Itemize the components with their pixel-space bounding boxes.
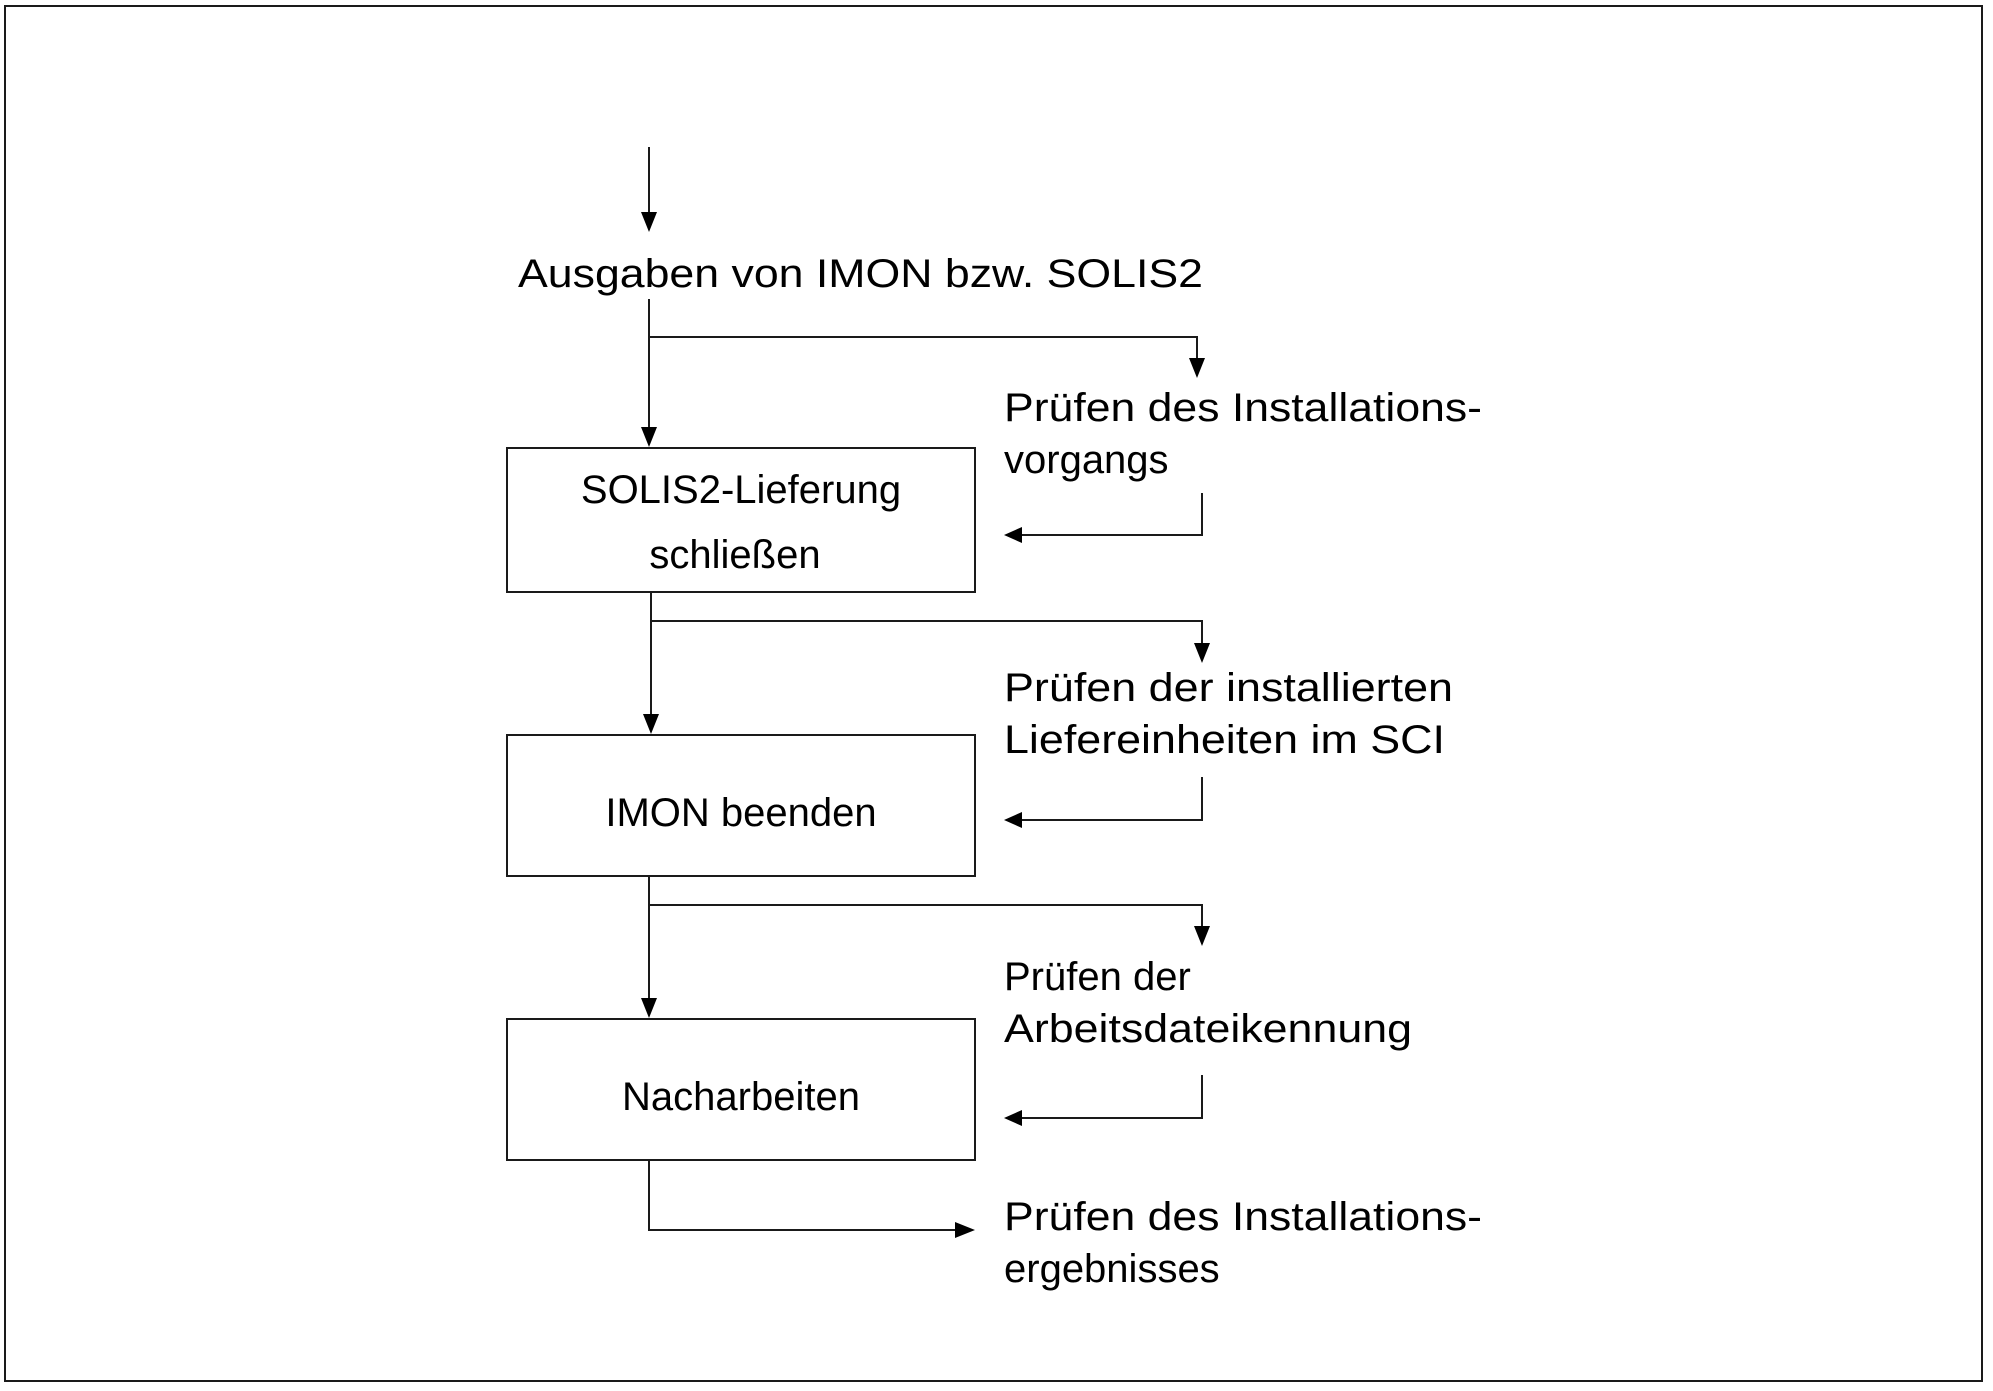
check-4-line-2: ergebnisses <box>1004 1247 1220 1291</box>
step-1-box: SOLIS2-Lieferung schließen <box>506 447 976 593</box>
edge-check-1-to-step-1 <box>1022 493 1203 536</box>
check-1-line-1: Prüfen des Installations- <box>1004 386 1482 430</box>
edge-start-to-step-1-head <box>641 427 657 447</box>
edge-step-1-to-step-2-head <box>643 714 659 734</box>
edge-check-2-to-step-2-head <box>1004 812 1022 828</box>
step-2-line-1: IMON beenden <box>605 791 876 835</box>
check-3-line-2: Arbeitsdateikennung <box>1004 1007 1412 1051</box>
check-4-line-1: Prüfen des Installations- <box>1004 1195 1482 1239</box>
step-2-box: IMON beenden <box>506 734 976 877</box>
edge-step-2-to-check-3-head <box>1194 926 1210 946</box>
check-3-label: Prüfen der Arbeitsdateikennung <box>1004 955 1412 1051</box>
check-1-label: Prüfen des Installations- vorgangs <box>1004 386 1493 482</box>
edge-check-3-to-step-3-head <box>1004 1110 1022 1126</box>
start-label: Ausgaben von IMON bzw. SOLIS2 <box>518 252 1203 296</box>
edge-start-to-check-1 <box>649 336 1198 358</box>
edge-check-2-to-step-2 <box>1022 777 1203 821</box>
edge-check-1-to-step-1-head <box>1004 527 1022 543</box>
edge-step-3-to-check-4 <box>648 1160 955 1231</box>
check-2-line-2: Liefereinheiten im SCI <box>1004 718 1445 762</box>
step-3-line-1: Nacharbeiten <box>622 1075 860 1119</box>
step-3-box: Nacharbeiten <box>506 1018 976 1161</box>
entry-arrow-head <box>641 212 657 232</box>
step-1-line-1: SOLIS2-Lieferung <box>581 468 901 512</box>
check-2-line-1: Prüfen der installierten <box>1004 666 1453 710</box>
edge-step-2-to-check-3 <box>649 904 1203 926</box>
edge-step-2-to-step-3-head <box>641 998 657 1018</box>
edge-check-3-to-step-3 <box>1022 1075 1203 1119</box>
edge-step-1-to-check-2-head <box>1194 643 1210 663</box>
edge-step-1-to-check-2 <box>651 620 1203 643</box>
check-1-line-2: vorgangs <box>1004 438 1169 482</box>
check-3-line-1: Prüfen der <box>1004 955 1191 999</box>
edge-start-to-check-1-head <box>1189 358 1205 378</box>
step-1-line-2: schließen <box>649 533 820 577</box>
diagram-frame <box>4 5 1983 1382</box>
check-4-label: Prüfen des Installations- ergebnisses <box>1004 1195 1493 1291</box>
check-2-label: Prüfen der installierten Liefereinheiten… <box>1004 666 1464 762</box>
edge-step-3-to-check-4-head <box>955 1222 975 1238</box>
